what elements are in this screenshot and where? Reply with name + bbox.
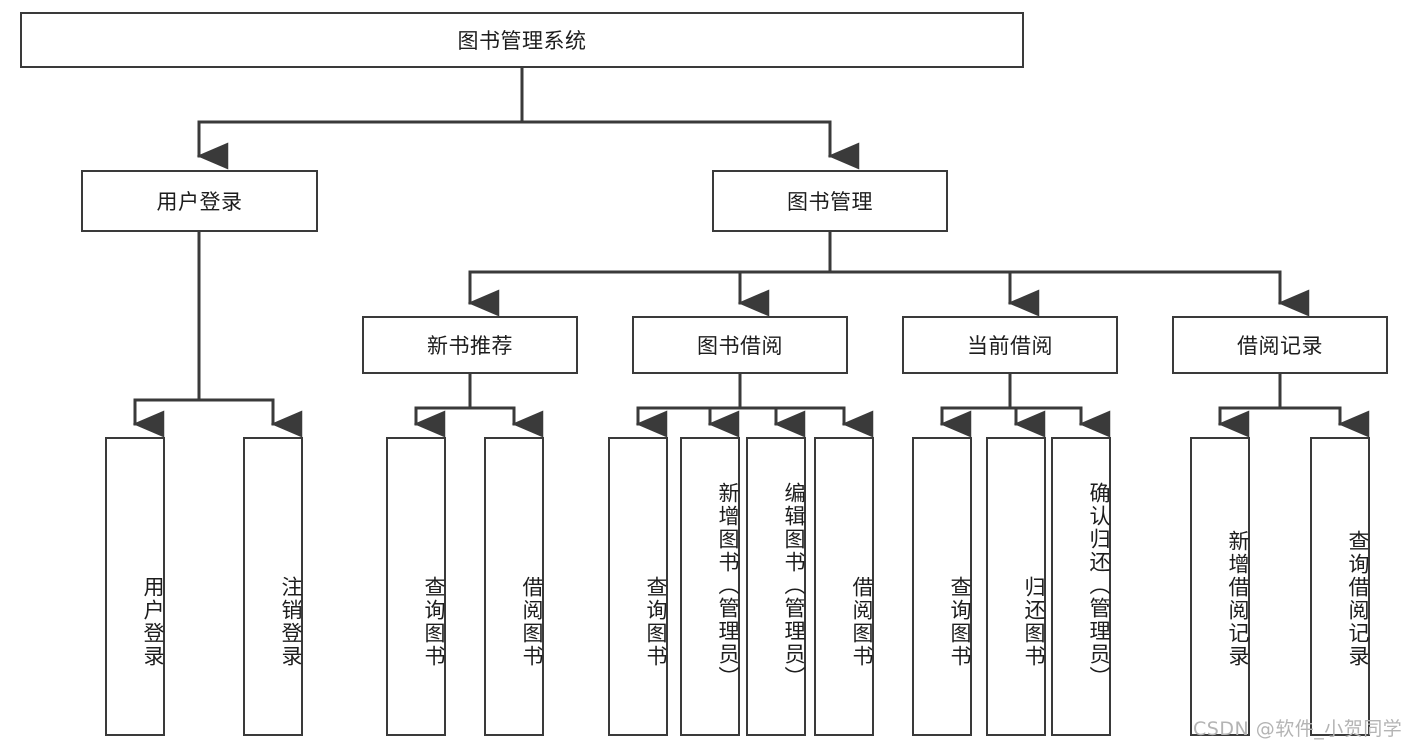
node-leaf-add-book[interactable]: 新增图书（管理员） [680,437,740,736]
watermark: CSDN @软件_小贺同学 [1193,718,1403,740]
node-leaf-query-book-1-label: 查询图书 [422,575,446,668]
node-book-borrow-label: 图书借阅 [697,334,783,358]
node-current-borrow[interactable]: 当前借阅 [902,316,1118,374]
node-user-login-label: 用户登录 [156,190,243,214]
node-new-book-rec-label: 新书推荐 [427,334,513,358]
node-leaf-edit-book-label: 编辑图书（管理员） [782,482,806,689]
node-root-label: 图书管理系统 [457,29,587,53]
node-book-borrow[interactable]: 图书借阅 [632,316,848,374]
node-leaf-add-record-label: 新增借阅记录 [1226,529,1250,668]
node-leaf-query-book-3[interactable]: 查询图书 [912,437,972,736]
node-leaf-user-login-label: 用户登录 [141,575,165,668]
node-leaf-query-book-2-label: 查询图书 [644,575,668,668]
node-root[interactable]: 图书管理系统 [20,12,1024,68]
node-leaf-user-logout-label: 注销登录 [279,575,303,668]
node-leaf-return-book[interactable]: 归还图书 [986,437,1046,736]
node-leaf-user-login[interactable]: 用户登录 [105,437,165,736]
node-leaf-query-book-1[interactable]: 查询图书 [386,437,446,736]
node-leaf-user-logout[interactable]: 注销登录 [243,437,303,736]
node-current-borrow-label: 当前借阅 [967,334,1053,358]
node-book-manage[interactable]: 图书管理 [712,170,948,232]
node-book-manage-label: 图书管理 [787,190,873,214]
node-leaf-borrow-book-1-label: 借阅图书 [520,575,544,668]
node-leaf-query-book-2[interactable]: 查询图书 [608,437,668,736]
node-leaf-query-book-3-label: 查询图书 [948,575,972,668]
node-new-book-rec[interactable]: 新书推荐 [362,316,578,374]
node-leaf-borrow-book-2[interactable]: 借阅图书 [814,437,874,736]
node-leaf-borrow-book-2-label: 借阅图书 [850,575,874,668]
node-borrow-record-label: 借阅记录 [1237,334,1323,358]
node-leaf-add-record[interactable]: 新增借阅记录 [1190,437,1250,736]
node-leaf-query-record-label: 查询借阅记录 [1346,529,1370,668]
node-user-login[interactable]: 用户登录 [81,170,318,232]
node-leaf-confirm-return-label: 确认归还（管理员） [1087,482,1111,689]
node-leaf-edit-book[interactable]: 编辑图书（管理员） [746,437,806,736]
node-leaf-borrow-book-1[interactable]: 借阅图书 [484,437,544,736]
node-leaf-return-book-label: 归还图书 [1022,575,1046,668]
node-leaf-query-record[interactable]: 查询借阅记录 [1310,437,1370,736]
node-leaf-add-book-label: 新增图书（管理员） [716,482,740,689]
node-leaf-confirm-return[interactable]: 确认归还（管理员） [1051,437,1111,736]
node-borrow-record[interactable]: 借阅记录 [1172,316,1388,374]
